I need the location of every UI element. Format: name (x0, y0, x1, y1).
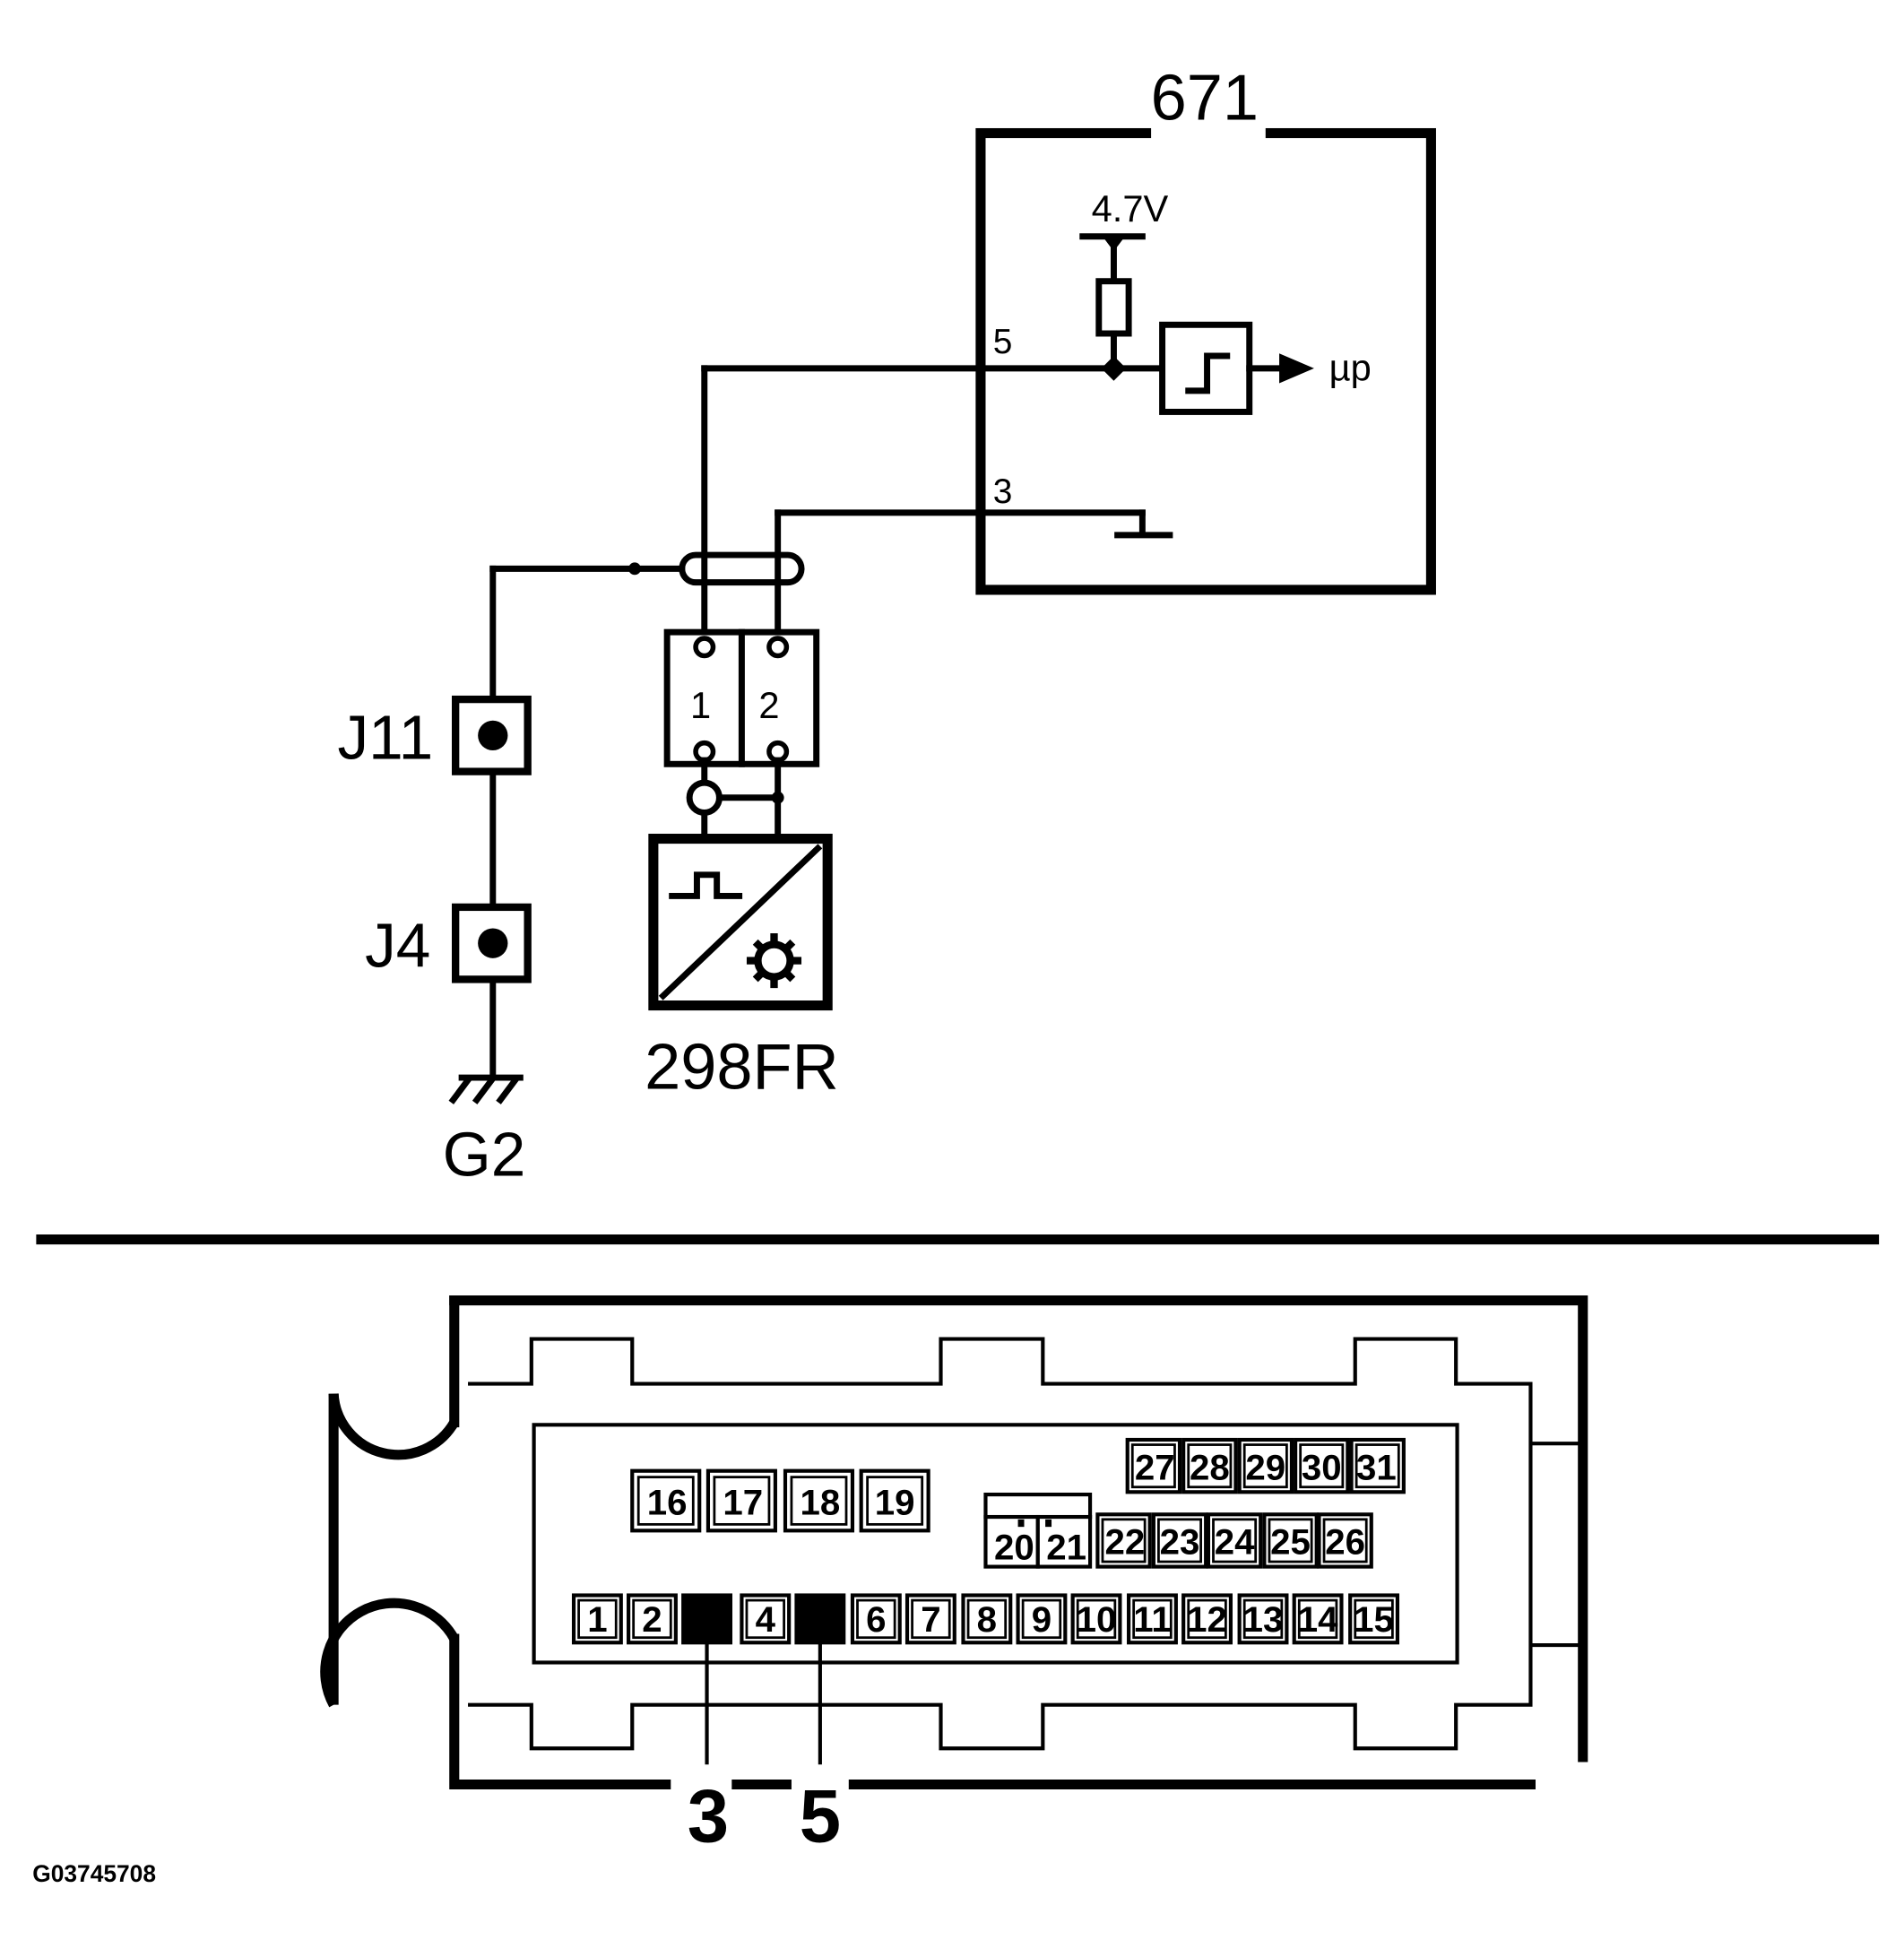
pin-11: 11 (1133, 1599, 1172, 1640)
pin-28: 28 (1190, 1447, 1230, 1487)
callout-pin-3: 3 (688, 1774, 729, 1858)
pin-30: 30 (1302, 1447, 1342, 1487)
mounting-ear-bottom (320, 1598, 459, 1708)
module-pin-3-label: 3 (993, 472, 1013, 511)
pin-3-highlighted (681, 1593, 733, 1645)
gear-icon (746, 933, 802, 989)
output-label: µp (1329, 347, 1372, 389)
pin-row-middle: 22 23 24 25 26 (1095, 1512, 1373, 1569)
pin-18: 18 (800, 1482, 840, 1522)
junction-j4-label: J4 (365, 911, 430, 981)
pin-8: 8 (977, 1599, 997, 1640)
output-arrow-icon (1279, 353, 1314, 384)
pin-21: 21 (1046, 1527, 1086, 1567)
connector-keying-outline (468, 1337, 1533, 1751)
cable-shield (679, 551, 805, 586)
pin-row-bottom: 1 2 4 6 7 8 9 10 (571, 1593, 1400, 1645)
pin-29: 29 (1245, 1447, 1285, 1487)
pin-14: 14 (1298, 1599, 1338, 1640)
pin-12: 12 (1187, 1599, 1227, 1640)
pin-10: 10 (1077, 1599, 1117, 1640)
chassis-ground-icon (448, 1074, 524, 1104)
pin-22: 22 (1105, 1522, 1146, 1563)
ground-label: G2 (443, 1120, 526, 1190)
pin-row-top: 16 17 18 19 (630, 1468, 930, 1533)
pin-17: 17 (723, 1482, 763, 1522)
sensor-label: 298FR (645, 1032, 839, 1104)
junction-dot (1101, 355, 1127, 381)
pullup-resistor (1095, 278, 1132, 337)
pin-20: 20 (994, 1527, 1034, 1567)
sensor-shield-ring (686, 779, 723, 816)
pin-27: 27 (1135, 1447, 1175, 1487)
pin-23: 23 (1160, 1522, 1200, 1563)
pin-13: 13 (1243, 1599, 1284, 1640)
sensor-connector: 1 2 (663, 628, 820, 767)
ground-path: J11 J4 G2 (337, 695, 532, 1190)
harness-wiring (489, 365, 805, 1081)
pin-2: 2 (642, 1599, 662, 1640)
connector-housing (449, 1295, 1588, 1762)
pulse-icon (669, 871, 743, 899)
pin-7: 7 (921, 1599, 940, 1640)
pin-19: 19 (875, 1482, 915, 1522)
pin-row-upper-right: 27 28 29 30 31 (1125, 1437, 1406, 1494)
connector-face-view: 16 17 18 19 27 28 29 30 (320, 1295, 1588, 1858)
pin-5-highlighted (794, 1593, 846, 1645)
sensor-pin-2-label: 2 (758, 684, 779, 726)
pin-31: 31 (1356, 1447, 1397, 1487)
callout-pin-5: 5 (800, 1774, 841, 1858)
pin-15: 15 (1354, 1599, 1394, 1640)
figure-code: G03745708 (32, 1860, 156, 1887)
pin-field (532, 1423, 1459, 1665)
module-671: 671 4.7V 5 µp 3 (701, 62, 1436, 595)
sensor-298fr: 298FR (645, 757, 839, 1104)
pin-9: 9 (1032, 1599, 1052, 1640)
pin-4: 4 (756, 1599, 776, 1640)
junction-j11-label: J11 (337, 703, 433, 773)
sensor-pin-1-label: 1 (690, 684, 711, 726)
pin-6: 6 (866, 1599, 886, 1640)
pin-16: 16 (647, 1482, 688, 1522)
module-label: 671 (1151, 62, 1259, 134)
pin-25: 25 (1270, 1522, 1311, 1563)
mounting-ear-top (328, 1393, 459, 1460)
trigger-symbol (1185, 352, 1231, 394)
pin-24: 24 (1215, 1522, 1255, 1563)
module-pin-5-label: 5 (993, 323, 1013, 361)
pin-row-middle-pair: 20 21 (983, 1492, 1093, 1569)
pin-26: 26 (1325, 1522, 1365, 1563)
voltage-label: 4.7V (1092, 187, 1169, 230)
pin-1: 1 (587, 1599, 607, 1640)
